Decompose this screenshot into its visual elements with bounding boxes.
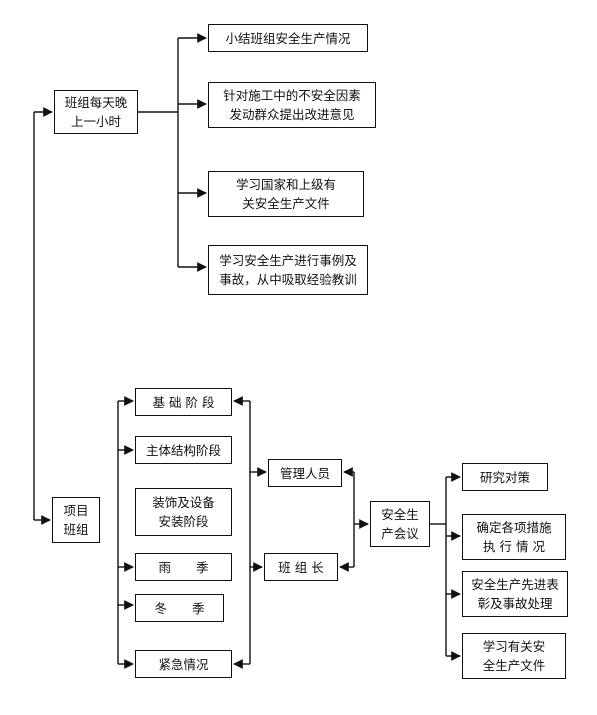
top-item-3-label: 学习国家和上级有 关安全生产文件 xyxy=(235,177,336,211)
root-label: 项目 班组 xyxy=(63,503,89,537)
stage-6: 紧急情况 xyxy=(135,650,232,678)
meeting-label: 安全生 产会议 xyxy=(381,507,419,541)
stage-1-label: 基 础 阶 段 xyxy=(152,394,215,410)
stage-2-label: 主体结构阶段 xyxy=(145,442,221,458)
outcome-2: 确定各项措施 执 行 情 况 xyxy=(462,514,566,560)
stage-6-label: 紧急情况 xyxy=(158,656,209,672)
top-item-2-label: 针对施工中的不安全因素 发动群众提出改进意见 xyxy=(223,88,361,122)
management-box: 管理人员 xyxy=(268,459,342,487)
outcome-3-label: 安全生产先进表 彰及事故处理 xyxy=(471,577,559,611)
outcome-1-label: 研究对策 xyxy=(479,469,530,485)
source-label: 班组每天晚 上一小时 xyxy=(64,95,128,129)
top-item-4: 学习安全生产进行事例及 事故，从中吸取经验教训 xyxy=(208,245,368,295)
stage-2: 主体结构阶段 xyxy=(135,436,232,464)
management-label: 管理人员 xyxy=(279,465,330,481)
team-leader-label: 班 组 长 xyxy=(278,559,324,575)
stage-4: 雨 季 xyxy=(135,553,232,581)
team-leader-box: 班 组 长 xyxy=(264,553,338,581)
root-box: 项目 班组 xyxy=(52,497,100,543)
top-item-3: 学习国家和上级有 关安全生产文件 xyxy=(208,171,364,217)
source-box: 班组每天晚 上一小时 xyxy=(54,90,138,134)
stage-3: 装饰及设备 安装阶段 xyxy=(135,488,232,536)
top-item-1: 小结班组安全生产情况 xyxy=(208,24,368,52)
stage-1: 基 础 阶 段 xyxy=(135,388,232,416)
outcome-3: 安全生产先进表 彰及事故处理 xyxy=(462,571,568,617)
outcome-4-label: 学习有关安 全生产文件 xyxy=(482,639,546,673)
stage-5: 冬 季 xyxy=(135,594,224,622)
top-item-2: 针对施工中的不安全因素 发动群众提出改进意见 xyxy=(208,82,376,128)
top-item-1-label: 小结班组安全生产情况 xyxy=(225,30,351,46)
top-item-4-label: 学习安全生产进行事例及 事故，从中吸取经验教训 xyxy=(219,253,357,287)
stage-5-label: 冬 季 xyxy=(154,600,205,616)
outcome-4: 学习有关安 全生产文件 xyxy=(462,633,566,679)
outcome-1: 研究对策 xyxy=(462,463,548,491)
outcome-2-label: 确定各项措施 执 行 情 况 xyxy=(476,520,552,554)
stage-4-label: 雨 季 xyxy=(158,559,209,575)
meeting-box: 安全生 产会议 xyxy=(370,501,430,547)
stage-3-label: 装饰及设备 安装阶段 xyxy=(152,495,215,529)
